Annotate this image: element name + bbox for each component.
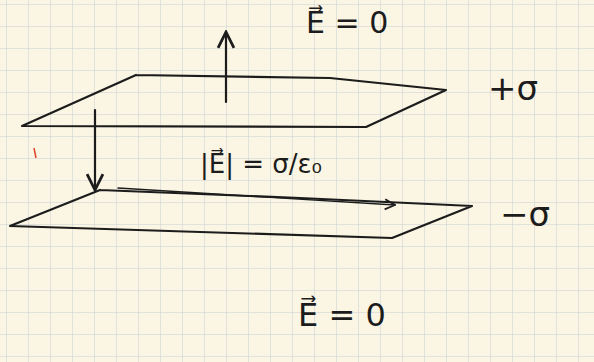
positive-plate	[22, 75, 446, 127]
red-mark	[34, 148, 36, 158]
plate-stroke	[118, 188, 395, 205]
charge-negative: −σ	[500, 196, 550, 233]
field-arrow-up	[225, 32, 227, 102]
negative-plate	[10, 190, 472, 238]
label-holder: +σ	[488, 70, 538, 107]
field-arrow-down	[94, 110, 96, 190]
label-holder: |E⃗| = σ/ε₀	[200, 150, 322, 179]
label-holder: −σ	[500, 196, 550, 233]
field-outside-top: E⃗ = 0	[306, 6, 388, 39]
label-holder: E⃗ = 0	[306, 6, 388, 39]
label-holder: E⃗ = 0	[298, 298, 386, 333]
field-inside: |E⃗| = σ/ε₀	[200, 150, 322, 179]
field-outside-bottom: E⃗ = 0	[298, 298, 386, 333]
charge-positive: +σ	[488, 70, 538, 107]
